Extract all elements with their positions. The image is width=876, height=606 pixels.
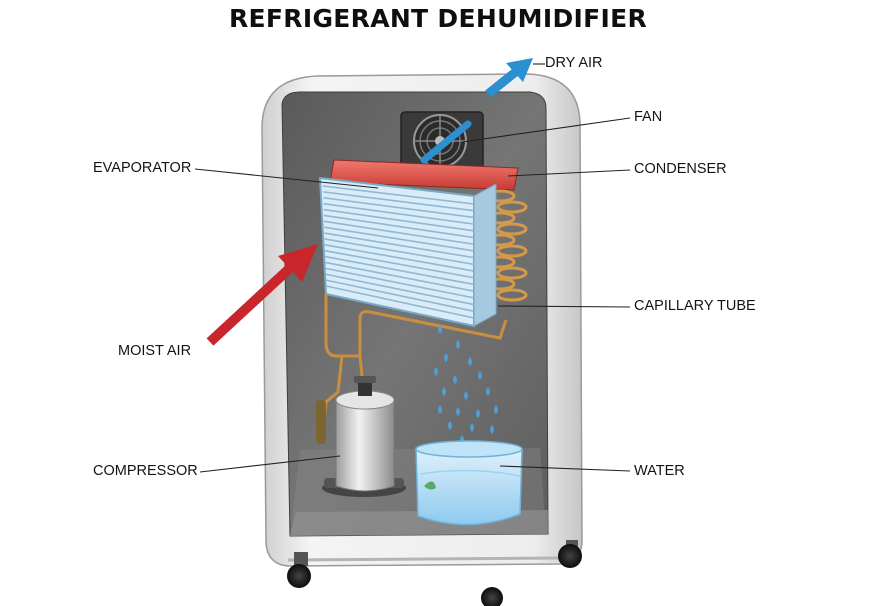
diagram-title: REFRIGERANT DEHUMIDIFIER <box>228 4 648 33</box>
label-condenser: CONDENSER <box>634 161 727 177</box>
label-compressor: COMPRESSOR <box>93 463 198 479</box>
airflow-through-fan <box>420 120 472 164</box>
leader-compressor <box>199 455 341 473</box>
water-drop <box>438 325 442 334</box>
water-drop <box>464 391 468 400</box>
water-drop <box>490 425 494 434</box>
water-drop <box>434 367 438 376</box>
evaporator-fin <box>324 244 475 272</box>
evaporator-fin <box>324 255 475 286</box>
dry-air-arrow <box>485 58 533 98</box>
evaporator-fin <box>324 226 475 252</box>
water-drop <box>494 405 498 414</box>
label-evaporator: EVAPORATOR <box>93 160 192 176</box>
water-drop <box>470 423 474 432</box>
evaporator-fin <box>324 238 475 266</box>
label-moist-air: MOIST AIR <box>118 343 192 359</box>
evaporator-fin <box>323 196 475 219</box>
copper-coil-loop <box>496 244 528 258</box>
evaporator-fin <box>323 202 475 225</box>
water-drop <box>456 407 460 416</box>
evaporator-fin <box>325 267 475 299</box>
water-drop <box>478 371 482 380</box>
evaporator-coil <box>318 176 497 328</box>
evaporator-fin <box>323 208 475 232</box>
moist-air-arrow <box>206 244 318 346</box>
evaporator-fin <box>325 279 475 313</box>
evaporator-fin <box>325 273 475 306</box>
leader-capillary-tube <box>497 305 631 308</box>
leader-fan <box>461 117 631 143</box>
water-drop <box>453 375 457 384</box>
label-water: WATER <box>634 463 685 479</box>
wheels <box>287 540 582 606</box>
label-fan: FAN <box>634 109 663 125</box>
copper-coil-loop <box>496 288 528 302</box>
evaporator-fin <box>324 232 475 259</box>
leader-lines <box>194 63 631 473</box>
water-drop <box>486 387 490 396</box>
water-tank-icon <box>415 440 523 526</box>
evaporator-fin <box>325 285 475 319</box>
evaporator-fin <box>323 214 475 239</box>
leader-condenser <box>507 169 631 177</box>
compressor-icon <box>316 376 406 497</box>
water-drop <box>442 387 446 396</box>
copper-coil-loop <box>496 222 528 236</box>
copper-coil-loop <box>496 200 528 214</box>
evaporator-fin <box>325 261 475 292</box>
evaporator-fins <box>322 185 475 319</box>
water-drop <box>444 353 448 362</box>
copper-coil-loop <box>496 266 528 280</box>
water-drop <box>476 409 480 418</box>
water-drop <box>456 340 460 349</box>
leader-water <box>499 465 631 472</box>
leader-evaporator <box>194 168 379 189</box>
water-drop <box>438 405 442 414</box>
evaporator-fin <box>322 185 475 205</box>
label-capillary-tube: CAPILLARY TUBE <box>634 298 756 314</box>
label-dry-air: DRY AIR <box>545 55 603 71</box>
evaporator-fin <box>323 191 475 212</box>
evaporator-fin <box>323 220 475 246</box>
evaporator-fin <box>324 249 475 279</box>
water-drop <box>448 421 452 430</box>
water-drop <box>468 357 472 366</box>
